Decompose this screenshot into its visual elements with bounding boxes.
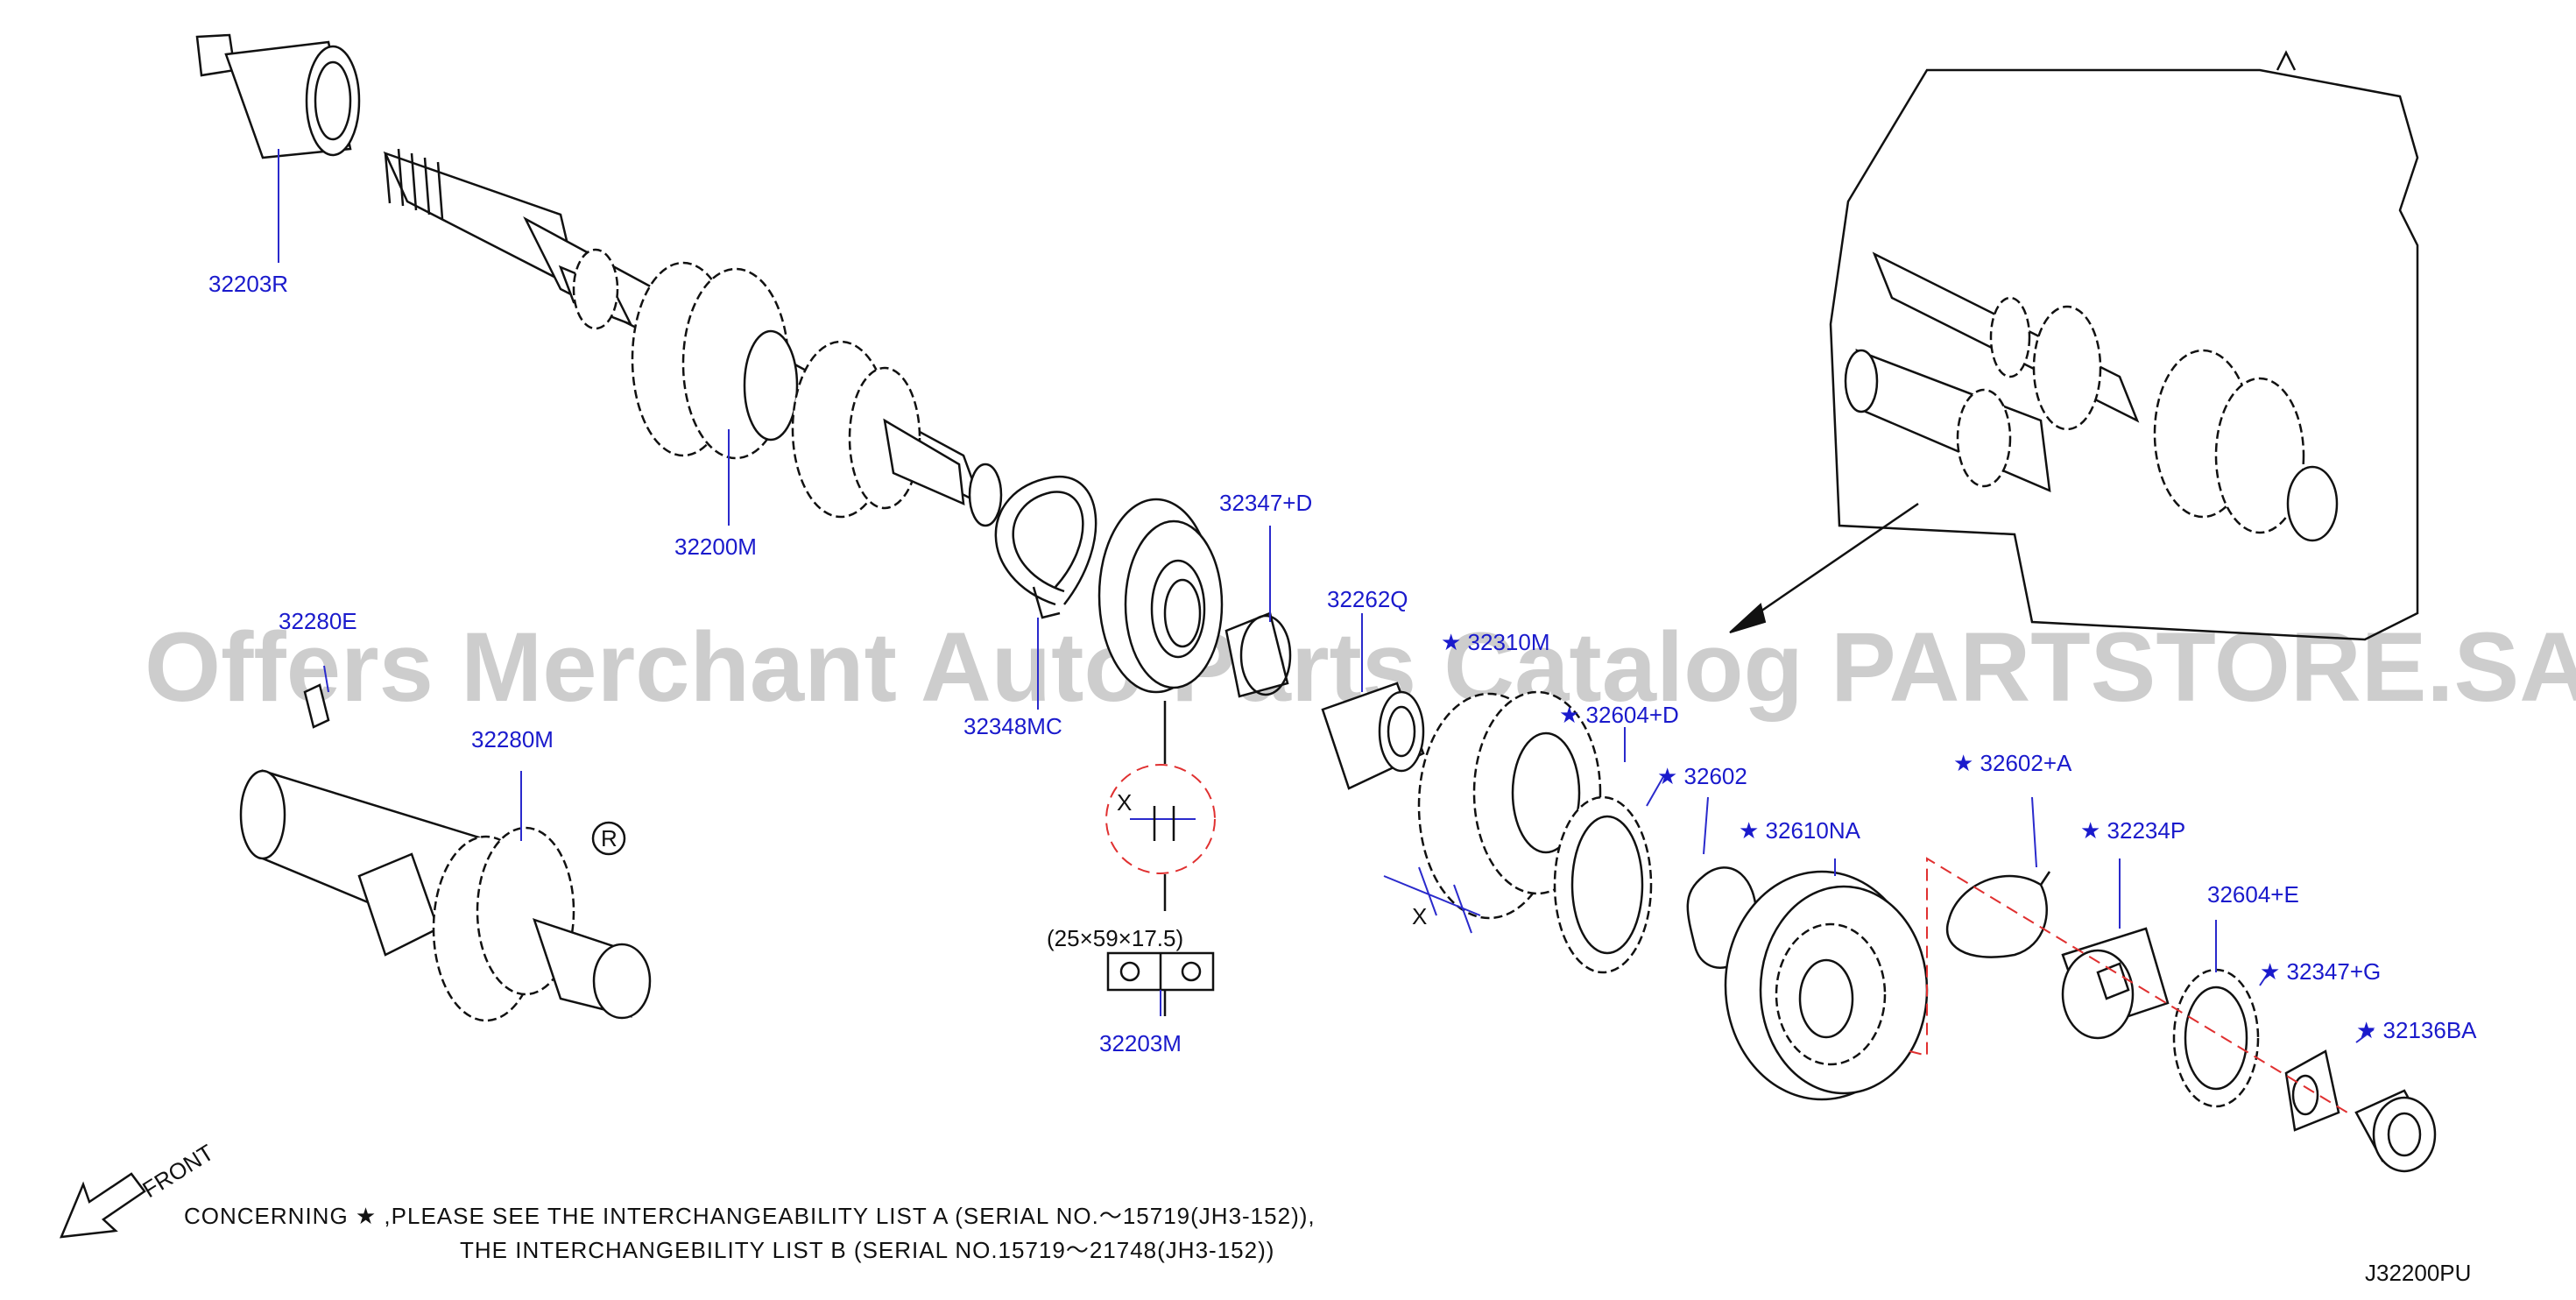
label-32136BA[interactable]: ★ 32136BA: [2356, 1017, 2477, 1043]
label-32602A[interactable]: ★ 32602+A: [1953, 750, 2072, 776]
spacer-32262Q[interactable]: [1321, 682, 1425, 790]
label-32234P[interactable]: ★ 32234P: [2080, 817, 2185, 844]
hub-32610NA[interactable]: [1724, 870, 1929, 1101]
label-32602[interactable]: ★ 32602: [1657, 763, 1747, 789]
label-32347D[interactable]: 32347+D: [1219, 490, 1312, 516]
label-32604D[interactable]: ★ 32604+D: [1559, 702, 1679, 728]
svg-text:R: R: [601, 825, 618, 851]
label-32604E[interactable]: 32604+E: [2207, 881, 2299, 908]
note-line-1: CONCERNING ★ ,PLEASE SEE THE INTERCHANGE…: [184, 1203, 1316, 1229]
countershaft-32280M[interactable]: [239, 769, 652, 1022]
inset-transmission-overview: [1829, 50, 2419, 641]
label-32203R[interactable]: 32203R: [208, 271, 288, 297]
main-shaft-assembly: [195, 33, 1003, 527]
label-32610NA[interactable]: ★ 32610NA: [1739, 817, 1861, 844]
snap-ring-32348MC[interactable]: [994, 475, 1097, 619]
label-32348MC[interactable]: 32348MC: [963, 713, 1062, 739]
svg-text:FRONT: FRONT: [138, 1139, 218, 1203]
dimension-detail: X (25×59×17.5): [1047, 701, 1216, 1016]
note-line-2: THE INTERCHANGEBILITY LIST B (SERIAL NO.…: [460, 1237, 1274, 1263]
svg-text:X: X: [1117, 789, 1132, 816]
sync-ring-32604D[interactable]: [1553, 795, 1653, 974]
sleeve-32234P[interactable]: [2061, 927, 2170, 1040]
sync-ring-32604E[interactable]: [2172, 968, 2260, 1108]
label-32280E[interactable]: 32280E: [279, 608, 357, 634]
front-arrow-icon: [60, 1172, 146, 1239]
gear-cluster-2: [791, 340, 965, 519]
spring-32602A[interactable]: [1946, 871, 2051, 958]
pin-32280E[interactable]: [303, 683, 330, 729]
gear-cluster-1: [631, 261, 799, 460]
reuse-mark: R: [591, 821, 626, 856]
bearing-large[interactable]: [1097, 498, 1224, 694]
label-32262Q[interactable]: 32262Q: [1327, 586, 1408, 612]
label-32310M[interactable]: ★ 32310M: [1441, 629, 1550, 655]
label-32280M[interactable]: 32280M: [471, 726, 554, 752]
needle-bearing-32347D[interactable]: [1224, 611, 1292, 698]
svg-text:X: X: [1412, 903, 1427, 929]
assembly-centerline: [1909, 857, 2348, 1113]
label-32203M[interactable]: 32203M: [1099, 1030, 1182, 1056]
label-32347G[interactable]: ★ 32347+G: [2260, 958, 2381, 985]
diagram-code: J32200PU: [2365, 1260, 2471, 1286]
bearing-size: (25×59×17.5): [1047, 925, 1183, 951]
bushing-32203R[interactable]: [195, 33, 361, 159]
gear-dimension-x: X: [1383, 866, 1481, 934]
nut-32136BA[interactable]: [2354, 1089, 2437, 1173]
bearing-section-symbol: [1106, 951, 1215, 992]
label-32200M[interactable]: 32200M: [674, 533, 757, 560]
inset-arrow: [1729, 502, 1919, 633]
